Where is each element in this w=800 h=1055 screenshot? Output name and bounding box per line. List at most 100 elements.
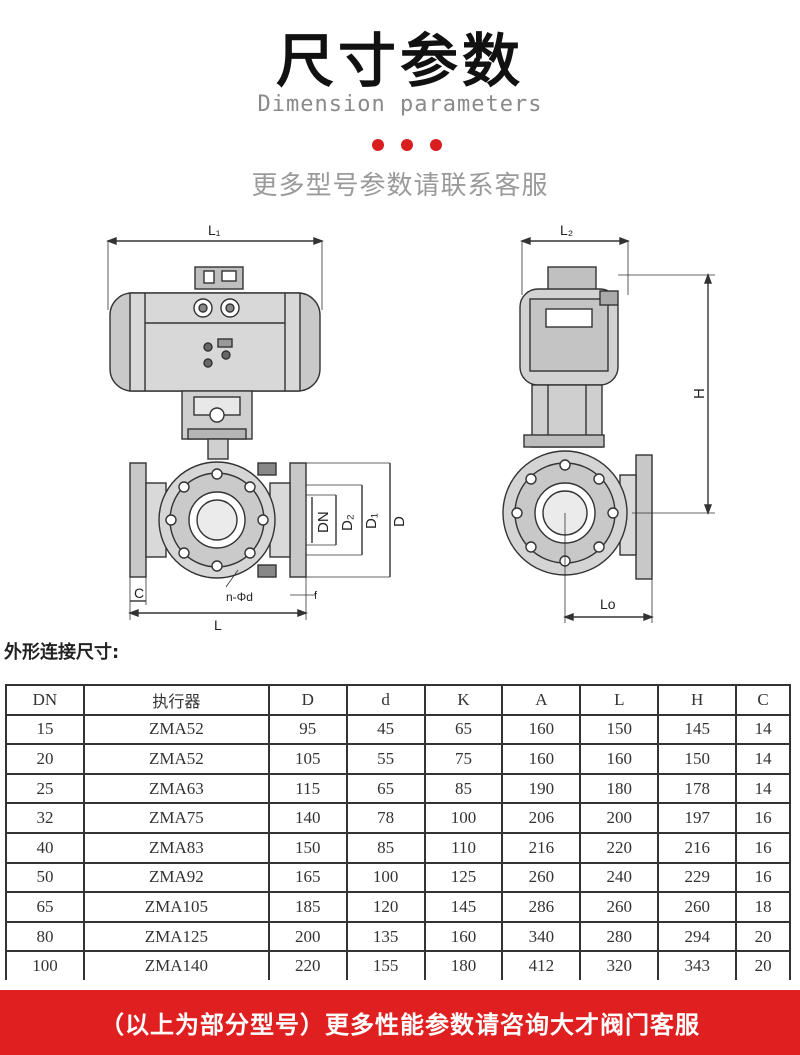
table-cell: 206	[501, 802, 582, 834]
page-title: 尺寸参数	[275, 27, 524, 95]
table-cell: 20	[5, 743, 85, 775]
dim-label-f: f	[314, 590, 318, 602]
table-cell: 95	[267, 713, 348, 746]
table-cell: 160	[501, 713, 582, 746]
table-cell: 80	[5, 920, 85, 953]
table-cell: 200	[579, 802, 660, 834]
red-dot-icon	[401, 139, 413, 151]
table-cell: 120	[345, 891, 426, 923]
table-cell: 340	[501, 920, 582, 953]
table-cell: 155	[345, 950, 426, 980]
dim-label-lo: Lo	[600, 596, 616, 612]
table-cell: 190	[501, 772, 582, 805]
table-cell: 25	[5, 772, 85, 805]
table-cell: 343	[657, 950, 738, 980]
table-cell: ZMA92	[82, 861, 270, 894]
table-cell: 14	[735, 743, 791, 775]
dim-label-d: D	[391, 516, 408, 527]
table-cell: 15	[5, 713, 85, 746]
table-cell: 150	[657, 743, 738, 775]
dim-label-d2: D₂	[339, 514, 356, 531]
table-cell: 160	[423, 920, 504, 953]
table-cell: 180	[579, 772, 660, 805]
column-header: K	[423, 684, 504, 716]
table-cell: 75	[423, 743, 504, 775]
table-cell: ZMA105	[82, 891, 270, 923]
table-cell: 32	[5, 802, 85, 834]
table-cell: 110	[423, 831, 504, 864]
table-header-row: DN 执行器 D d K A L H C	[5, 684, 791, 716]
dim-label-bolt-holes: n-Φd	[226, 590, 253, 604]
table-cell: ZMA52	[82, 743, 270, 775]
table-cell: 185	[267, 891, 348, 923]
red-dot-icon	[430, 139, 442, 151]
table-cell: 140	[267, 802, 348, 834]
table-cell: 40	[5, 831, 85, 864]
table-cell: 260	[579, 891, 660, 923]
table-cell: 229	[657, 861, 738, 894]
column-header: 执行器	[82, 684, 270, 716]
table-cell: 100	[345, 861, 426, 894]
table-cell: 14	[735, 772, 791, 805]
table-cell: ZMA52	[82, 713, 270, 746]
dim-label-l: L	[214, 617, 222, 633]
column-header: DN	[5, 684, 85, 716]
dim-label-l2: L₂	[560, 222, 573, 238]
table-cell: 20	[735, 920, 791, 953]
table-cell: 220	[267, 950, 348, 980]
table-cell: 150	[579, 713, 660, 746]
table-cell: 260	[501, 861, 582, 894]
table-cell: 320	[579, 950, 660, 980]
table-cell: 412	[501, 950, 582, 980]
section-label: 外形连接尺寸:	[4, 642, 120, 663]
contact-note: 更多型号参数请联系客服	[251, 171, 549, 201]
column-header: A	[501, 684, 582, 716]
table-cell: 125	[423, 861, 504, 894]
table-cell: 16	[735, 831, 791, 864]
table-cell: 115	[267, 772, 348, 805]
column-header: C	[735, 684, 791, 716]
table-cell: 100	[5, 950, 85, 980]
table-cell: 286	[501, 891, 582, 923]
column-header: d	[345, 684, 426, 716]
table-cell: ZMA140	[82, 950, 270, 980]
table-cell: 260	[657, 891, 738, 923]
table-cell: 220	[579, 831, 660, 864]
table-cell: 240	[579, 861, 660, 894]
table-cell: 160	[579, 743, 660, 775]
dim-label-d1: D₁	[363, 513, 380, 529]
table-cell: 180	[423, 950, 504, 980]
table-cell: 85	[345, 831, 426, 864]
table-cell: 145	[423, 891, 504, 923]
dim-label-dn: DN	[315, 511, 332, 533]
table-cell: 78	[345, 802, 426, 834]
column-header: D	[267, 684, 348, 716]
valve-dimension-drawing: L₁ C L n-Φd f L₂ Lo DN D₂ D₁ D H	[106, 222, 715, 633]
table-cell: 45	[345, 713, 426, 746]
table-cell: 216	[501, 831, 582, 864]
dim-label-c: C	[134, 585, 144, 601]
table-cell: 178	[657, 772, 738, 805]
table-cell: ZMA125	[82, 920, 270, 953]
table-cell: 50	[5, 861, 85, 894]
table-cell: ZMA63	[82, 772, 270, 805]
table-cell: 216	[657, 831, 738, 864]
table-cell: 65	[5, 891, 85, 923]
table-cell: 100	[423, 802, 504, 834]
dim-label-l1: L₁	[208, 222, 221, 238]
table-cell: 200	[267, 920, 348, 953]
table-cell: ZMA75	[82, 802, 270, 834]
table-cell: 14	[735, 713, 791, 746]
page-subtitle: Dimension parameters	[257, 92, 543, 117]
table-cell: 150	[267, 831, 348, 864]
